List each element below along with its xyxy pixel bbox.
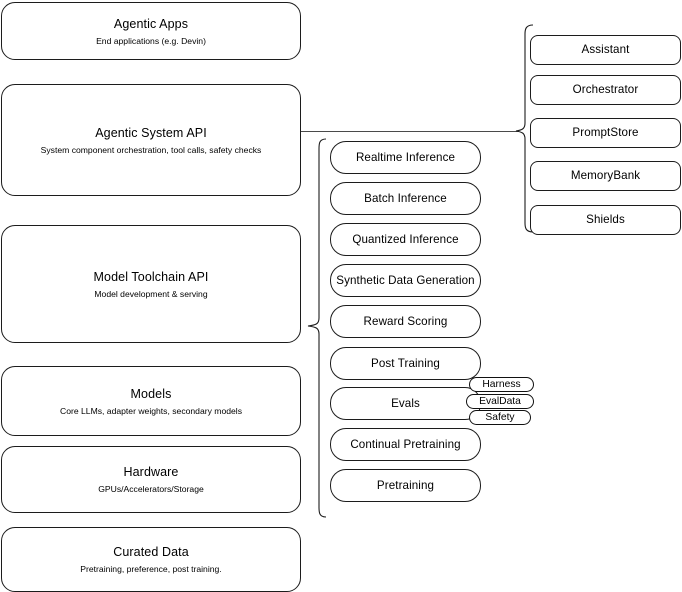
layer-curated-data[interactable]: Curated Data Pretraining, preference, po…: [1, 527, 301, 592]
middle-item-reward-scoring[interactable]: Reward Scoring: [330, 305, 481, 338]
right-item-label: Shields: [586, 213, 625, 226]
middle-item-label: Batch Inference: [364, 191, 447, 205]
middle-item-evals[interactable]: Evals: [330, 387, 481, 420]
layer-subtitle: Pretraining, preference, post training.: [80, 564, 222, 574]
right-item-label: Orchestrator: [572, 83, 639, 96]
layer-subtitle: System component orchestration, tool cal…: [40, 144, 262, 155]
middle-item-post-training[interactable]: Post Training: [330, 347, 481, 380]
eval-pill-evaldata[interactable]: EvalData: [466, 394, 534, 409]
middle-item-label: Continual Pretraining: [350, 437, 461, 451]
eval-pill-safety[interactable]: Safety: [469, 410, 531, 425]
right-item-memorybank[interactable]: MemoryBank: [530, 161, 681, 191]
layer-hardware[interactable]: Hardware GPUs/Accelerators/Storage: [1, 446, 301, 513]
layer-title: Curated Data: [113, 545, 189, 559]
right-item-label: PromptStore: [572, 126, 639, 139]
middle-item-synthetic-data-generation[interactable]: Synthetic Data Generation: [330, 264, 481, 297]
middle-item-label: Pretraining: [376, 478, 435, 492]
middle-item-pretraining[interactable]: Pretraining: [330, 469, 481, 502]
layer-title: Agentic System API: [95, 125, 207, 140]
middle-item-continual-pretraining[interactable]: Continual Pretraining: [330, 428, 481, 461]
layer-subtitle: Model development & serving: [94, 288, 208, 299]
right-item-label: MemoryBank: [570, 169, 641, 182]
middle-item-label: Quantized Inference: [352, 232, 459, 246]
eval-pill-harness[interactable]: Harness: [469, 377, 534, 392]
layer-models[interactable]: Models Core LLMs, adapter weights, secon…: [1, 366, 301, 436]
connector-agentic-system-api-to-components: [301, 131, 519, 132]
layer-model-toolchain-api[interactable]: Model Toolchain API Model development & …: [1, 225, 301, 343]
right-item-assistant[interactable]: Assistant: [530, 35, 681, 65]
middle-item-label: Synthetic Data Generation: [336, 273, 475, 287]
right-item-promptstore[interactable]: PromptStore: [530, 118, 681, 148]
eval-pill-label: Harness: [482, 378, 521, 390]
layer-title: Agentic Apps: [113, 16, 189, 31]
layer-title: Models: [130, 386, 172, 401]
eval-pill-label: EvalData: [479, 395, 521, 407]
layer-agentic-system-api[interactable]: Agentic System API System component orch…: [1, 84, 301, 196]
brace-model-toolchain: [307, 138, 327, 518]
layer-subtitle: End applications (e.g. Devin): [96, 35, 206, 46]
middle-item-realtime-inference[interactable]: Realtime Inference: [330, 141, 481, 174]
right-item-shields[interactable]: Shields: [530, 205, 681, 235]
right-item-orchestrator[interactable]: Orchestrator: [530, 75, 681, 105]
eval-pill-label: Safety: [485, 411, 515, 423]
middle-item-label: Reward Scoring: [363, 314, 448, 328]
brace-agentic-system-components: [515, 24, 534, 233]
middle-item-label: Post Training: [371, 356, 440, 370]
layer-subtitle: Core LLMs, adapter weights, secondary mo…: [60, 405, 242, 416]
layer-subtitle: GPUs/Accelerators/Storage: [98, 484, 204, 494]
layer-agentic-apps[interactable]: Agentic Apps End applications (e.g. Devi…: [1, 2, 301, 60]
middle-item-quantized-inference[interactable]: Quantized Inference: [330, 223, 481, 256]
layer-title: Model Toolchain API: [93, 269, 209, 284]
middle-item-batch-inference[interactable]: Batch Inference: [330, 182, 481, 215]
layer-title: Hardware: [123, 465, 179, 479]
middle-item-label: Realtime Inference: [355, 150, 456, 164]
middle-item-label: Evals: [391, 396, 420, 410]
right-item-label: Assistant: [581, 43, 630, 56]
